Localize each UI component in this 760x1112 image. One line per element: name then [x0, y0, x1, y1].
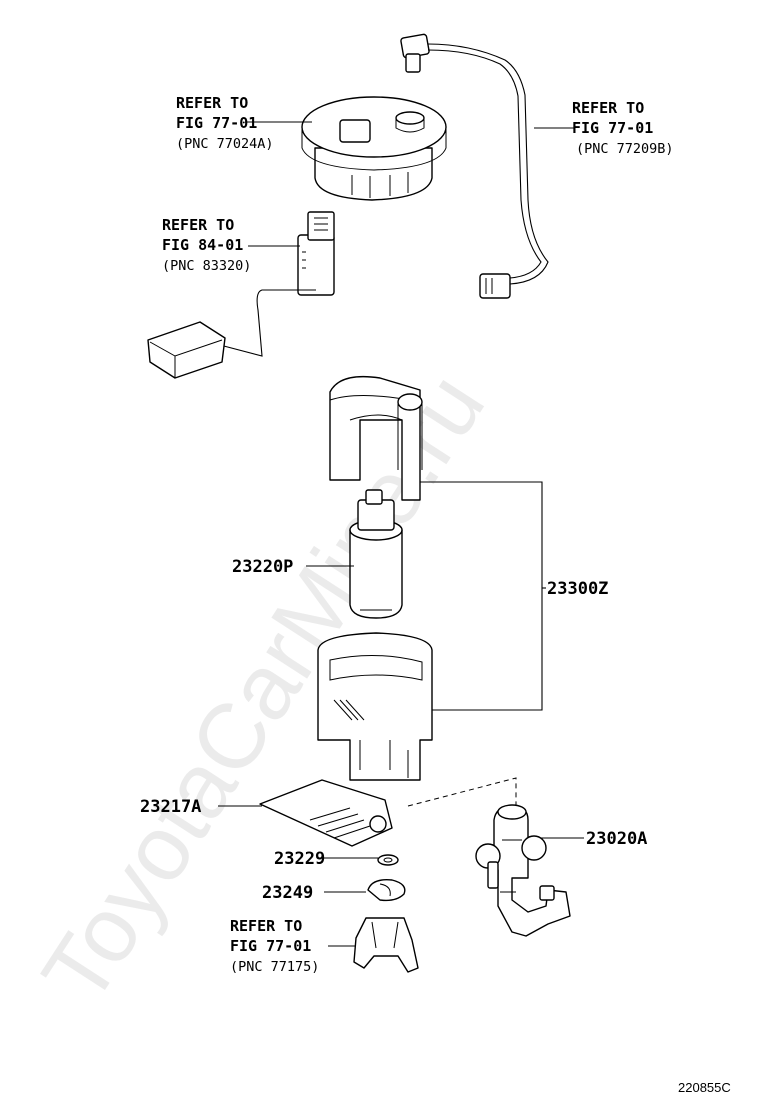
svg-text:REFER TO: REFER TO — [230, 917, 302, 935]
fuel-suction-filter-part[interactable] — [259, 779, 393, 847]
part-number-label[interactable]: 23020A — [586, 829, 647, 849]
part-number-label[interactable]: 23217A — [140, 797, 201, 817]
part-number-label[interactable]: 23229 — [274, 849, 325, 869]
svg-text:FIG 77-01: FIG 77-01 — [572, 119, 653, 137]
svg-text:(PNC 77024A): (PNC 77024A) — [176, 136, 274, 152]
svg-text:(PNC 77209B): (PNC 77209B) — [576, 141, 674, 157]
part-number-label[interactable]: 23249 — [262, 883, 313, 903]
reference-callout-77175: REFER TO FIG 77-01 (PNC 77175) — [230, 917, 319, 975]
svg-text:REFER TO: REFER TO — [176, 94, 248, 112]
gasket-part[interactable] — [377, 854, 399, 866]
pressure-regulator-part[interactable] — [475, 804, 571, 937]
part-number-label[interactable]: 23300Z — [547, 579, 608, 599]
svg-text:FIG 77-01: FIG 77-01 — [176, 114, 257, 132]
retainer-part[interactable] — [367, 879, 406, 902]
fuel-sender-gauge-part[interactable] — [147, 211, 335, 379]
svg-text:(PNC 77175): (PNC 77175) — [230, 959, 319, 975]
svg-text:FIG 84-01: FIG 84-01 — [162, 236, 243, 254]
svg-text:REFER TO: REFER TO — [572, 99, 644, 117]
reference-callout-77024a: REFER TO FIG 77-01 (PNC 77024A) — [176, 94, 274, 152]
fuel-filter-lower-part[interactable] — [317, 632, 433, 781]
figure-code: 220855C — [678, 1080, 731, 1095]
reference-callout-83320: REFER TO FIG 84-01 (PNC 83320) — [162, 216, 251, 274]
reference-callout-77209b: REFER TO FIG 77-01 (PNC 77209B) — [572, 99, 674, 157]
svg-text:(PNC 83320): (PNC 83320) — [162, 258, 251, 274]
svg-text:FIG 77-01: FIG 77-01 — [230, 937, 311, 955]
clip-part[interactable] — [353, 917, 419, 973]
leader-lines — [218, 121, 584, 947]
svg-text:REFER TO: REFER TO — [162, 216, 234, 234]
fuel-tank-cap-part[interactable] — [301, 96, 447, 201]
fuel-filter-upper-part[interactable] — [329, 375, 423, 501]
fuel-hose-part[interactable] — [400, 33, 549, 299]
part-number-label[interactable]: 23220P — [232, 557, 293, 577]
fuel-pump-part[interactable] — [349, 489, 403, 619]
